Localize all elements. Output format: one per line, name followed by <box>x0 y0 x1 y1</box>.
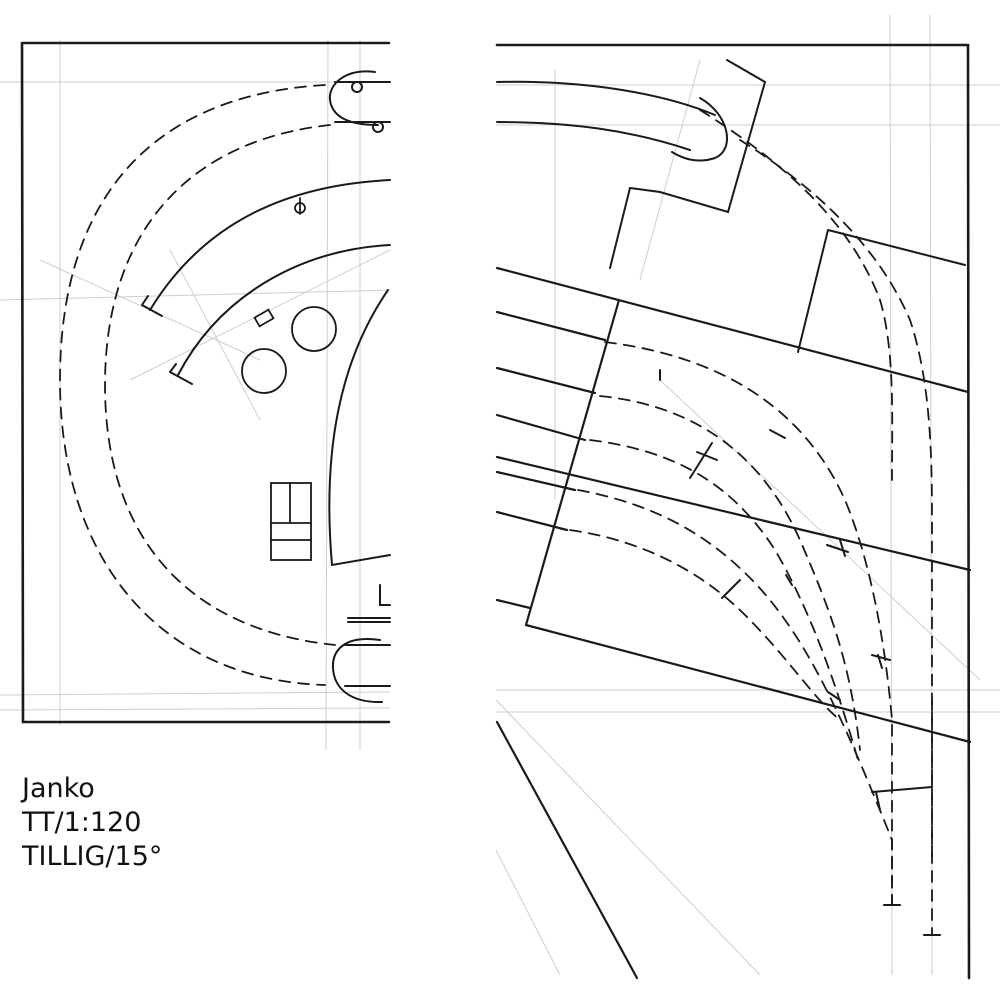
top-loop-turnaround <box>328 70 391 133</box>
right-baseboard-outline <box>495 43 971 980</box>
upper-branch-buffer-stop <box>141 295 163 317</box>
left-track-plan-sketch <box>0 39 391 751</box>
right-outer-loop-track <box>739 139 933 861</box>
track-system-label: TILLIG/15° <box>22 841 163 872</box>
turnout-marks <box>659 369 941 936</box>
inner-loop-track <box>104 124 336 646</box>
right-inner-loop-track <box>699 109 894 481</box>
bottom-loop-turnaround <box>331 584 391 704</box>
tree-1 <box>291 306 337 352</box>
lower-branch-buffer-stop <box>169 363 193 385</box>
drawing-caption: Janko TT/1:120 TILLIG/15° <box>22 772 162 874</box>
right-track-plan-sketch <box>495 14 1000 980</box>
inner-platform-edge <box>328 289 391 567</box>
upper-branch-track <box>149 179 391 311</box>
module-boundary-lines <box>495 266 972 980</box>
scale-label: TT/1:120 <box>22 807 142 838</box>
outer-loop-track <box>59 84 326 686</box>
top-curve-track <box>496 80 728 162</box>
upper-structures <box>609 59 966 353</box>
tree-2 <box>241 348 287 394</box>
yard-track-fan <box>569 341 933 936</box>
left-guide-lines <box>0 39 391 751</box>
author-name: Janko <box>22 773 95 804</box>
right-guide-lines <box>495 14 1000 976</box>
lower-branch-track <box>177 244 391 376</box>
left-baseboard-outline <box>20 41 391 724</box>
station-building <box>270 482 312 561</box>
small-shed <box>253 308 275 328</box>
